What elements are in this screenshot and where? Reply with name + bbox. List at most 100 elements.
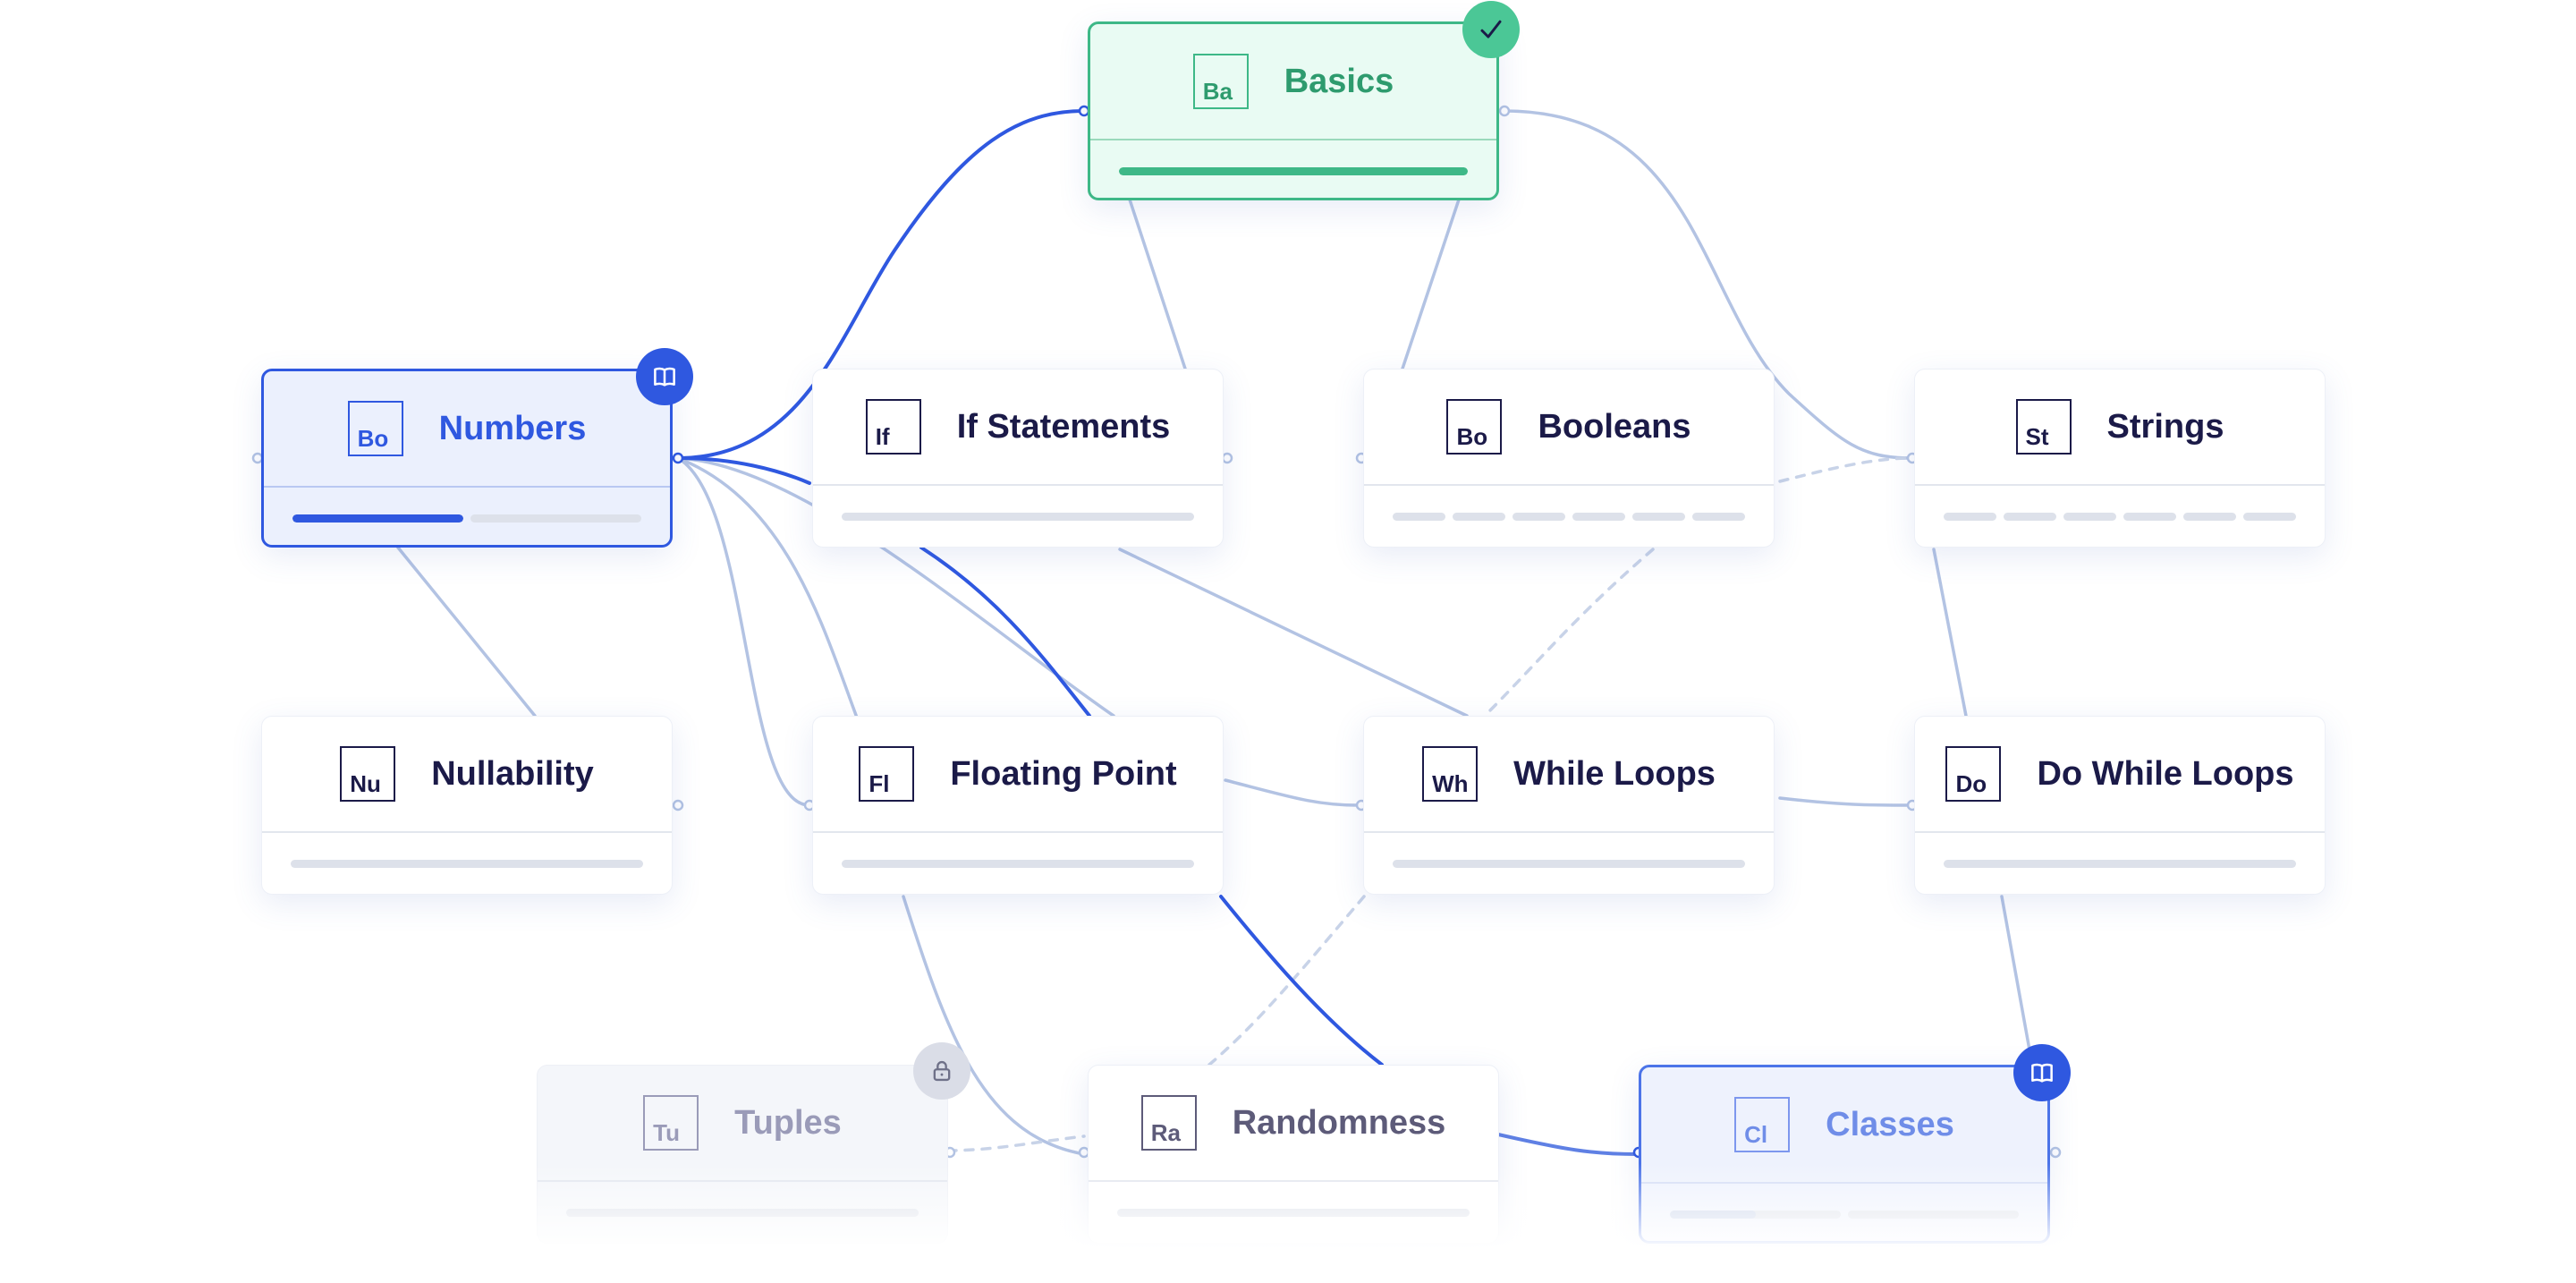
divider — [1364, 831, 1774, 833]
edge-booleans-while-loops-dashed — [1483, 548, 1655, 718]
progress-segment — [566, 1209, 919, 1217]
node-nullability[interactable]: Nu Nullability — [261, 716, 673, 895]
node-floating-point[interactable]: Fl Floating Point — [812, 716, 1224, 895]
edge-numbers-basics-active — [676, 109, 1086, 460]
port-dot — [672, 452, 684, 464]
edge-strings-do-while — [1932, 548, 1968, 718]
progress-fill — [1670, 1211, 1756, 1219]
divider — [1641, 1182, 2047, 1184]
if-statements-symbol: If — [865, 399, 921, 455]
tuples-title: Tuples — [734, 1103, 842, 1142]
progress-segment — [2243, 513, 2296, 521]
progress-bar — [1670, 1211, 2019, 1219]
while-loops-symbol: Wh — [1422, 746, 1479, 802]
edge-randomness-classes-active — [1496, 1133, 1639, 1156]
progress-bar — [1117, 1209, 1470, 1217]
edge-floating-point-randomness — [902, 895, 1086, 1156]
node-if-statements[interactable]: If If Statements — [812, 369, 1224, 548]
nullability-title: Nullability — [431, 754, 594, 793]
edge-numbers-floating-point-a — [676, 456, 811, 807]
divider — [1915, 484, 2325, 486]
progress-segment — [1944, 513, 1996, 521]
edge-if-statements-while-loops — [1118, 548, 1469, 718]
edge-while-loops-do-while — [1778, 796, 1914, 807]
check-icon — [1462, 1, 1520, 58]
port-dot — [672, 799, 684, 811]
divider — [813, 484, 1223, 486]
progress-fill — [292, 514, 463, 523]
progress-segment — [1572, 513, 1625, 521]
node-booleans[interactable]: Bo Booleans — [1363, 369, 1775, 548]
progress-bar — [842, 860, 1194, 868]
edge-basics-if-statements — [1127, 195, 1187, 370]
if-statements-title: If Statements — [956, 407, 1171, 446]
divider — [1364, 484, 1774, 486]
progress-bar — [842, 513, 1194, 521]
divider — [262, 831, 672, 833]
edge-floating-point-while-loops — [1224, 778, 1360, 807]
edge-numbers-nullability — [396, 546, 537, 718]
booleans-title: Booleans — [1538, 407, 1691, 446]
node-strings[interactable]: St Strings — [1914, 369, 2326, 548]
node-while-loops[interactable]: Wh While Loops — [1363, 716, 1775, 895]
progress-segment — [842, 513, 1194, 521]
progress-bar — [291, 860, 643, 868]
node-randomness[interactable]: Ra Randomness — [1088, 1065, 1499, 1244]
edge-basics-strings — [1503, 109, 1914, 460]
progress-segment — [1670, 1211, 1841, 1219]
edge-basics-booleans — [1401, 195, 1462, 370]
basics-title: Basics — [1284, 62, 1394, 100]
randomness-symbol: Ra — [1140, 1095, 1197, 1151]
node-basics[interactable]: Ba Basics — [1088, 1, 1520, 200]
strings-title: Strings — [2106, 407, 2224, 446]
while-loops-title: While Loops — [1513, 754, 1716, 793]
strings-symbol: St — [2015, 399, 2072, 455]
port-dot — [2049, 1146, 2062, 1159]
nullability-symbol: Nu — [340, 746, 396, 802]
divider — [264, 486, 670, 488]
progress-segment — [2004, 513, 2056, 521]
progress-segment — [1119, 167, 1468, 175]
progress-bar — [1944, 860, 2296, 868]
edge-numbers-if-statements-active — [676, 456, 811, 485]
book-icon — [2013, 1044, 2071, 1101]
progress-bar — [292, 514, 641, 523]
edge-do-while-classes — [2000, 895, 2034, 1066]
progress-bar — [1393, 513, 1745, 521]
booleans-symbol: Bo — [1446, 399, 1503, 455]
numbers-title: Numbers — [438, 409, 587, 447]
divider — [538, 1180, 947, 1182]
port-dot — [1498, 105, 1511, 117]
node-classes[interactable]: Cl Classes — [1639, 1044, 2071, 1244]
progress-segment — [1944, 860, 2296, 868]
classes-title: Classes — [1826, 1105, 1954, 1143]
progress-bar — [1944, 513, 2296, 521]
lock-icon — [913, 1042, 970, 1100]
port-dot — [1221, 452, 1233, 464]
progress-segment — [1632, 513, 1685, 521]
progress-segment — [470, 514, 641, 523]
node-do-while-loops[interactable]: Do Do While Loops — [1914, 716, 2326, 895]
edge-booleans-strings-dashed — [1778, 456, 1914, 483]
progress-segment — [1393, 860, 1745, 868]
progress-segment — [1453, 513, 1505, 521]
progress-segment — [1117, 1209, 1470, 1217]
node-tuples[interactable]: Tu Tuples — [537, 1042, 970, 1244]
edge-tuples-randomness-dashed — [946, 1134, 1086, 1152]
progress-segment — [1393, 513, 1445, 521]
edge-floating-point-randomness-active — [1219, 895, 1384, 1066]
progress-segment — [2123, 513, 2176, 521]
node-numbers[interactable]: Bo Numbers — [261, 348, 693, 548]
edge-if-statements-floating-point-active — [919, 546, 1091, 718]
progress-bar — [1119, 167, 1468, 175]
divider — [813, 831, 1223, 833]
randomness-title: Randomness — [1232, 1103, 1446, 1142]
progress-segment — [1513, 513, 1565, 521]
edge-while-loops-randomness-dashed — [1208, 895, 1366, 1066]
progress-segment — [1692, 513, 1745, 521]
progress-fill — [1119, 167, 1468, 175]
progress-segment — [292, 514, 463, 523]
book-icon — [636, 348, 693, 405]
basics-symbol: Ba — [1192, 54, 1249, 109]
